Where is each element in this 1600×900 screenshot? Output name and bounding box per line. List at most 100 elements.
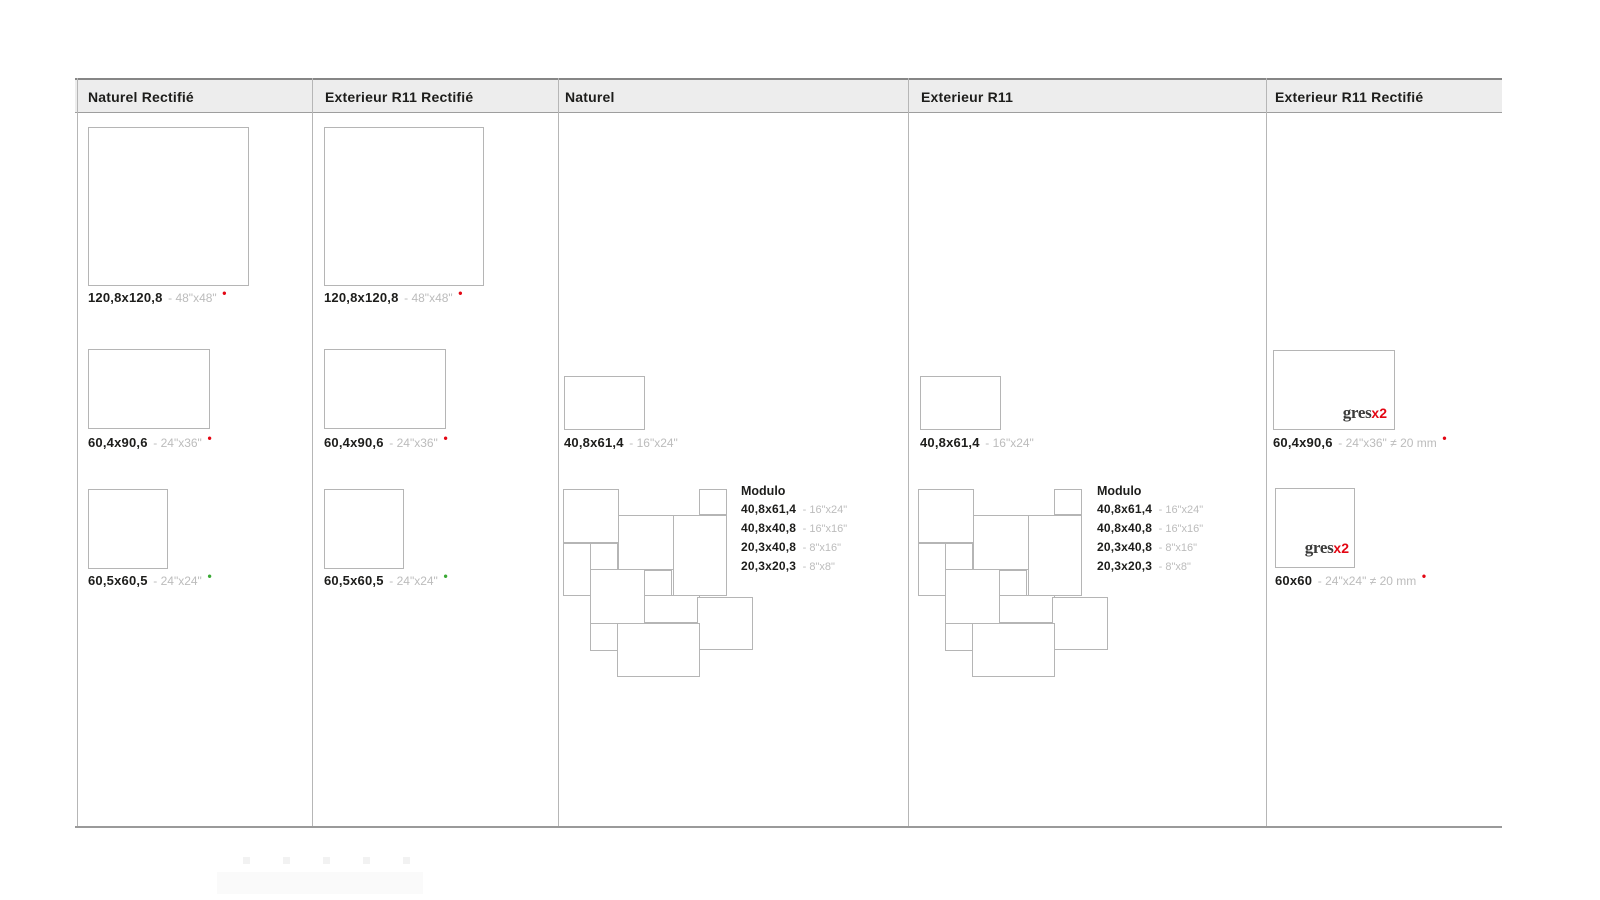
size-inches: - 24"x24" ≠ 20 mm: [1317, 574, 1417, 588]
size-inches: - 8"x8": [1158, 561, 1191, 573]
tile-shape-60x60: [324, 489, 404, 569]
modulo-tile: [673, 515, 727, 596]
modulo-tile: [1054, 489, 1082, 515]
modulo-size-row: 40,8x61,4 - 16"x24": [741, 500, 847, 519]
modulo-title: Modulo: [741, 484, 786, 498]
modulo-size-row: 20,3x40,8 - 8"x16": [741, 538, 847, 557]
size-cm: 40,8x61,4: [741, 502, 797, 516]
column-divider: [1266, 78, 1267, 827]
modulo-tile: [945, 623, 973, 651]
size-cm: 60,4x90,6: [324, 435, 384, 450]
size-inches: - 8"x16": [802, 542, 842, 554]
red-dot-marker: •: [207, 431, 212, 445]
size-inches: - 16"x24": [629, 436, 678, 450]
modulo-tile: [918, 543, 946, 596]
tile-size-label: 60,4x90,6 - 24"x36" •: [324, 431, 448, 450]
modulo-pattern-diagram: [918, 489, 1108, 678]
column-divider: [312, 78, 313, 827]
modulo-size-row: 20,3x40,8 - 8"x16": [1097, 538, 1203, 557]
tile-size-label: 40,8x61,4 - 16"x24": [920, 435, 1034, 450]
modulo-tile: [918, 489, 974, 543]
x2-logo-text: x2: [1333, 540, 1349, 556]
size-cm: 40,8x61,4: [564, 435, 624, 450]
size-cm: 20,3x20,3: [741, 559, 797, 573]
watermark-artifact: [403, 857, 410, 864]
table-bottom-border: [75, 826, 1502, 828]
watermark-artifact: [217, 872, 423, 894]
tile-shape-60x60: [88, 489, 168, 569]
modulo-tile: [618, 515, 674, 570]
x2-logo-text: x2: [1371, 405, 1387, 421]
modulo-tile: [1028, 515, 1082, 596]
column-divider: [558, 78, 559, 827]
modulo-tile: [1052, 597, 1108, 650]
tile-shape-60x90-gresx2: gresx2: [1273, 350, 1395, 430]
modulo-size-row: 20,3x20,3 - 8"x8": [741, 557, 847, 576]
size-cm: 120,8x120,8: [88, 290, 163, 305]
modulo-tile: [617, 623, 700, 677]
tile-shape-60x60-gresx2: gresx2: [1275, 488, 1355, 568]
modulo-tile: [563, 489, 619, 543]
size-cm: 60,5x60,5: [324, 573, 384, 588]
gresx2-logo: gresx2: [1343, 404, 1387, 422]
size-inches: - 8"x16": [1158, 542, 1198, 554]
modulo-tile: [590, 623, 618, 651]
tile-size-label: 60,4x90,6 - 24"x36" ≠ 20 mm •: [1273, 431, 1447, 450]
red-dot-marker: •: [458, 286, 463, 300]
tile-shape-60x90: [88, 349, 210, 429]
gresx2-logo: gresx2: [1305, 539, 1349, 557]
size-inches: - 16"x24": [802, 504, 848, 516]
tile-size-label: 120,8x120,8 - 48"x48" •: [88, 286, 227, 305]
column-header-naturel-rectifie: Naturel Rectifié: [88, 89, 194, 105]
column-header-naturel: Naturel: [565, 89, 615, 105]
tile-shape-120x120: [324, 127, 484, 286]
red-dot-marker: •: [443, 431, 448, 445]
size-inches: - 16"x16": [1158, 523, 1204, 535]
tile-size-label: 60,5x60,5 - 24"x24" •: [88, 569, 212, 588]
size-cm: 60,4x90,6: [1273, 435, 1333, 450]
modulo-size-list: Modulo 40,8x61,4 - 16"x24" 40,8x40,8 - 1…: [741, 482, 847, 576]
modulo-size-row: 40,8x40,8 - 16"x16": [1097, 519, 1203, 538]
modulo-tile: [945, 569, 1000, 624]
size-inches: - 24"x24": [153, 574, 202, 588]
size-inches: - 48"x48": [404, 291, 453, 305]
modulo-pattern-diagram: [563, 489, 753, 678]
size-cm: 20,3x40,8: [1097, 540, 1153, 554]
size-inches: - 24"x36": [153, 436, 202, 450]
size-cm: 40,8x61,4: [1097, 502, 1153, 516]
size-inches: - 48"x48": [168, 291, 217, 305]
size-cm: 60,5x60,5: [88, 573, 148, 588]
size-inches: - 24"x36" ≠ 20 mm: [1338, 436, 1437, 450]
modulo-size-row: 40,8x40,8 - 16"x16": [741, 519, 847, 538]
size-cm: 60x60: [1275, 573, 1313, 588]
size-inches: - 16"x16": [802, 523, 848, 535]
modulo-tile: [590, 569, 645, 624]
modulo-tile: [999, 595, 1055, 623]
size-cm: 20,3x40,8: [741, 540, 797, 554]
tile-size-label: 60,5x60,5 - 24"x24" •: [324, 569, 448, 588]
modulo-tile: [697, 597, 753, 650]
table-left-border: [77, 78, 78, 827]
gres-logo-text: gres: [1342, 403, 1372, 422]
modulo-tile: [972, 623, 1055, 677]
modulo-size-list: Modulo 40,8x61,4 - 16"x24" 40,8x40,8 - 1…: [1097, 482, 1203, 576]
size-cm: 40,8x40,8: [1097, 521, 1153, 535]
green-dot-marker: •: [207, 569, 212, 583]
tile-shape-120x120: [88, 127, 249, 286]
gres-logo-text: gres: [1304, 538, 1334, 557]
modulo-tile: [644, 595, 700, 623]
modulo-tile: [563, 543, 591, 596]
size-inches: - 24"x36": [389, 436, 438, 450]
modulo-size-row: 40,8x61,4 - 16"x24": [1097, 500, 1203, 519]
watermark-artifact: [243, 857, 250, 864]
tile-size-label: 40,8x61,4 - 16"x24": [564, 435, 678, 450]
size-inches: - 16"x24": [1158, 504, 1204, 516]
size-inches: - 16"x24": [985, 436, 1034, 450]
size-cm: 120,8x120,8: [324, 290, 399, 305]
size-inches: - 24"x24": [389, 574, 438, 588]
size-inches: - 8"x8": [802, 561, 835, 573]
modulo-title: Modulo: [1097, 484, 1142, 498]
column-header-exterieur-r11: Exterieur R11: [921, 89, 1014, 105]
column-header-exterieur-r11-rectifie: Exterieur R11 Rectifié: [325, 89, 474, 105]
